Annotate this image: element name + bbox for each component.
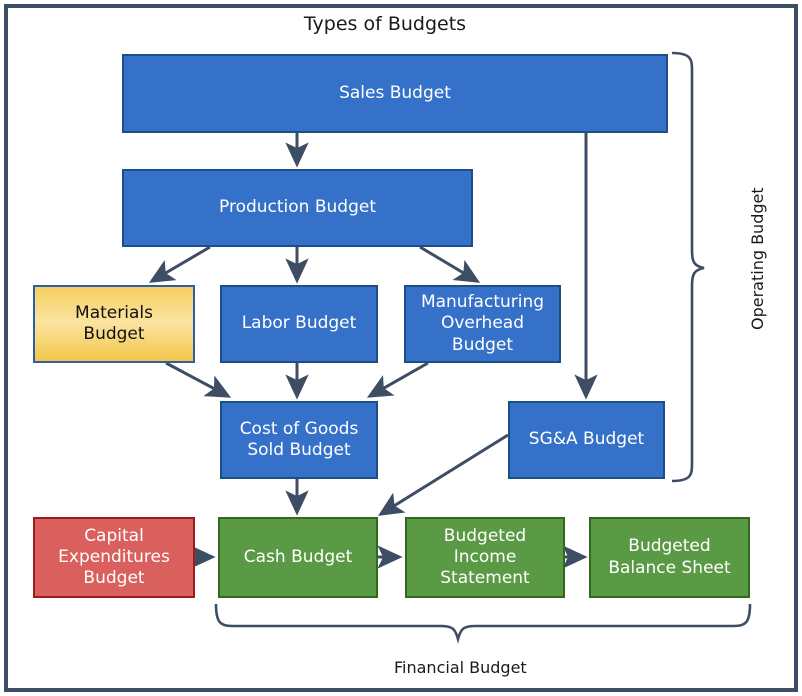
node-label: SG&A Budget xyxy=(528,429,645,450)
node-cash-budget[interactable]: Cash Budget xyxy=(218,517,378,598)
financial-budget-label: Financial Budget xyxy=(394,658,527,677)
node-label: Production Budget xyxy=(219,197,376,218)
node-sga-budget[interactable]: SG&A Budget xyxy=(508,401,665,479)
node-labor-budget[interactable]: Labor Budget xyxy=(220,285,378,363)
page-title: Types of Budgets xyxy=(303,13,467,35)
node-production-budget[interactable]: Production Budget xyxy=(122,169,473,247)
node-label: Labor Budget xyxy=(241,313,357,334)
operating-budget-label: Operating Budget xyxy=(748,187,767,330)
node-label: Sales Budget xyxy=(339,82,451,103)
node-label: Cash Budget xyxy=(243,546,353,567)
node-sales-budget[interactable]: Sales Budget xyxy=(122,54,668,133)
